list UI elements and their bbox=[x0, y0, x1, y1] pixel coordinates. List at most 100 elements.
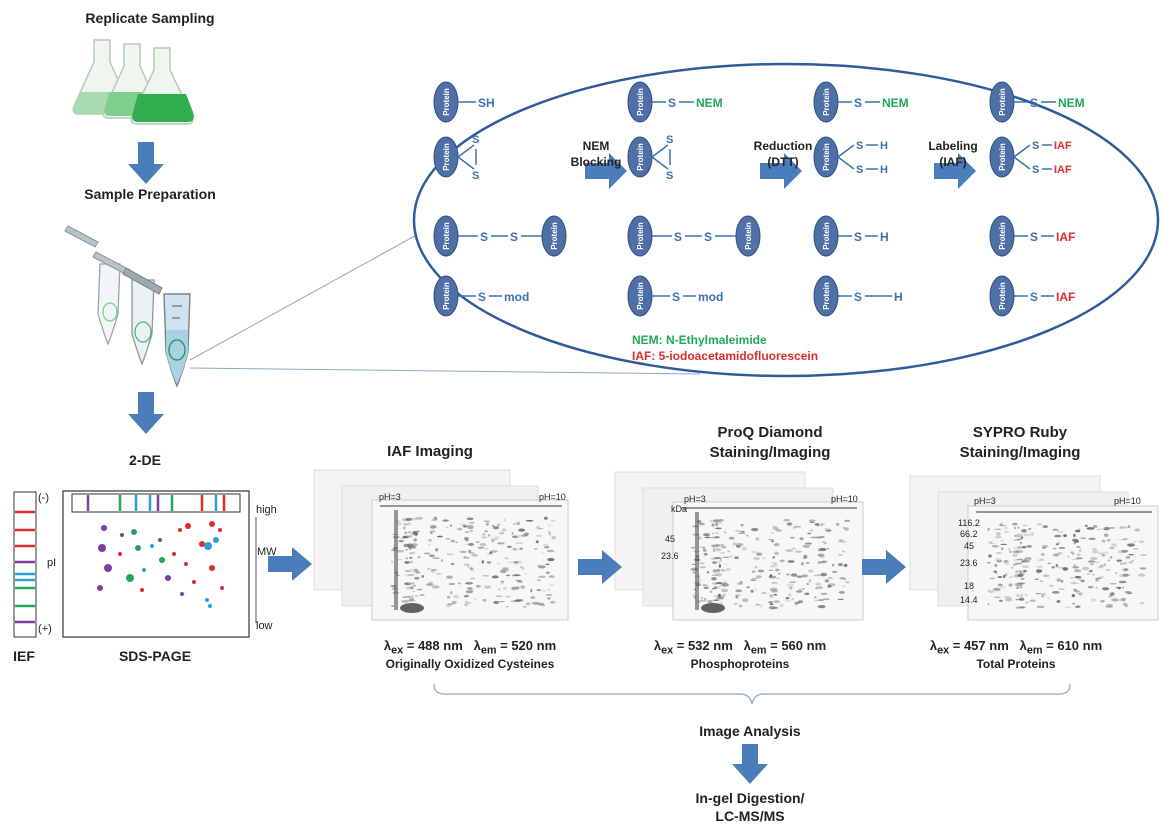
gel-spot bbox=[1071, 538, 1078, 542]
gel-spot bbox=[699, 600, 708, 602]
gel-spot bbox=[493, 600, 500, 605]
gel-spot bbox=[1101, 553, 1106, 557]
nem-blocking-label-1: NEM bbox=[582, 139, 610, 153]
gel-spot bbox=[547, 557, 555, 562]
gel-spot bbox=[1042, 574, 1050, 578]
gel-spot bbox=[1076, 592, 1084, 595]
gel-spot bbox=[809, 529, 814, 532]
gel-spot bbox=[455, 541, 458, 544]
gel-spot bbox=[838, 590, 846, 594]
gel-spot bbox=[1004, 573, 1008, 577]
sulfur-text: S bbox=[854, 230, 862, 244]
gel-spot bbox=[494, 536, 500, 540]
gel-spot bbox=[410, 595, 414, 597]
gel-spot bbox=[839, 540, 848, 544]
gel-spot bbox=[426, 583, 434, 586]
gel-spot bbox=[735, 543, 744, 547]
gel-spot bbox=[415, 571, 421, 574]
gel-spot bbox=[719, 558, 723, 562]
tube-icon bbox=[64, 225, 121, 346]
gel-spot bbox=[401, 537, 406, 539]
gel-spot bbox=[808, 519, 816, 522]
protein-label: Protein bbox=[822, 282, 831, 310]
gel-spot bbox=[1079, 593, 1082, 596]
gel-spot bbox=[402, 596, 407, 598]
gel-spot bbox=[798, 588, 802, 592]
gel3-marker: 116.2 bbox=[958, 518, 980, 528]
gel-spot bbox=[994, 563, 998, 568]
gel-spot bbox=[538, 565, 546, 569]
sds-page-label: SDS-PAGE bbox=[118, 648, 192, 664]
gel-spot bbox=[1092, 525, 1098, 528]
gel-spot bbox=[1041, 544, 1049, 548]
nem-text: NEM bbox=[696, 96, 723, 110]
gel-spot bbox=[1020, 593, 1023, 597]
gel-spot bbox=[431, 585, 440, 589]
gel-spot bbox=[546, 549, 555, 553]
gel-spot bbox=[718, 564, 722, 568]
gel-spot bbox=[1003, 560, 1009, 563]
gel-spot bbox=[824, 579, 830, 583]
gel-spot bbox=[769, 574, 773, 578]
gel-spot bbox=[1055, 543, 1059, 546]
gel-spot bbox=[513, 561, 519, 564]
gel-spot bbox=[1016, 594, 1020, 598]
gel-spot bbox=[738, 604, 743, 608]
gel-spot bbox=[464, 603, 469, 607]
gel-spot bbox=[988, 554, 992, 558]
gel-spot bbox=[453, 594, 460, 599]
gel-spot bbox=[1019, 597, 1025, 601]
gel-spot bbox=[715, 572, 722, 577]
gel-spot bbox=[512, 574, 521, 577]
gel-spot bbox=[734, 556, 739, 559]
gel3-marker: 66.2 bbox=[960, 529, 978, 539]
gel-spot bbox=[1039, 580, 1044, 583]
gel-spot bbox=[769, 587, 778, 592]
bond-line bbox=[651, 156, 669, 170]
gel1-ph-low: pH=3 bbox=[379, 492, 401, 502]
gel-spot bbox=[815, 586, 820, 590]
gel-spot bbox=[712, 588, 715, 590]
gel-spot bbox=[524, 532, 529, 536]
gel-spot bbox=[486, 561, 492, 564]
gel-spot bbox=[1111, 598, 1119, 602]
gel-spot bbox=[790, 573, 798, 577]
gel-spot bbox=[837, 598, 845, 601]
gel-spot bbox=[1108, 527, 1116, 529]
gel-spot bbox=[1087, 585, 1094, 589]
gel-spot bbox=[1052, 547, 1057, 550]
gel-spot bbox=[815, 582, 821, 586]
gel-spot bbox=[820, 523, 823, 526]
gel-spot bbox=[1008, 583, 1013, 587]
gel-spot bbox=[464, 594, 470, 598]
iaf-wavelengths: λex = 488 nm λem = 520 nm bbox=[383, 638, 557, 657]
gel-spot bbox=[1000, 547, 1004, 551]
gel-spot bbox=[740, 530, 745, 533]
gel-spot bbox=[722, 593, 726, 597]
gel-spot bbox=[1080, 579, 1085, 583]
sulfur-text: S bbox=[1030, 96, 1038, 110]
tube-icon bbox=[92, 251, 155, 366]
gel-spot bbox=[506, 545, 512, 548]
gel-spot bbox=[717, 519, 725, 522]
gel-spot bbox=[801, 574, 809, 578]
gel-spot bbox=[448, 583, 456, 585]
gel-spot bbox=[806, 583, 809, 585]
gel-spot bbox=[1020, 578, 1025, 580]
protein-label: Protein bbox=[550, 222, 559, 250]
mod-text: mod bbox=[698, 290, 723, 304]
gel-spot bbox=[1040, 557, 1044, 560]
proq-title-2: Staining/Imaging bbox=[709, 444, 831, 461]
gel-spot bbox=[430, 569, 438, 571]
gel-spot bbox=[770, 581, 778, 584]
gel-spot bbox=[1087, 560, 1096, 563]
gel-spot bbox=[465, 590, 474, 594]
gel-spot bbox=[530, 588, 533, 593]
protein-label: Protein bbox=[822, 88, 831, 116]
gel-spot bbox=[541, 604, 546, 607]
gel-spot bbox=[465, 531, 469, 533]
gel-spot bbox=[1115, 586, 1121, 589]
gel-spot bbox=[769, 594, 774, 598]
gel-spot bbox=[512, 547, 517, 551]
